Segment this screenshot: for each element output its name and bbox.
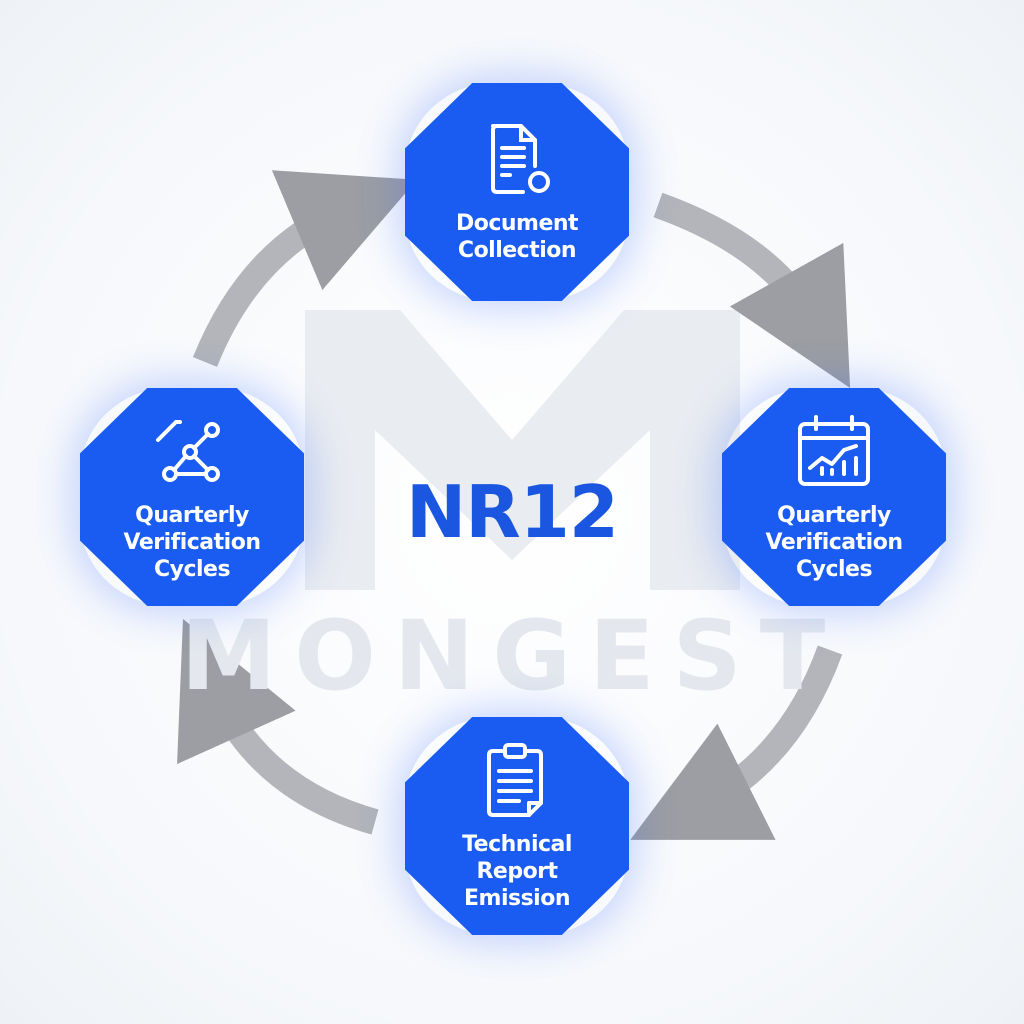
node-quarterly-verification-left[interactable]: Quarterly Verification Cycles [80, 388, 304, 606]
arrow-bottom-to-left [177, 618, 379, 835]
arrow-top-to-right [653, 192, 851, 389]
document-icon [491, 124, 550, 194]
arrow-left-to-top [192, 170, 417, 367]
node-label-line: Report [476, 858, 558, 884]
node-label-line: Verification [765, 529, 903, 555]
node-technical-report-emission[interactable]: Technical Report Emission [405, 717, 629, 935]
watermark-m-logo [305, 310, 740, 590]
node-label-line: Emission [464, 885, 570, 911]
node-quarterly-verification-right[interactable]: Quarterly Verification Cycles [722, 388, 946, 606]
network-nodes-icon [156, 419, 220, 482]
node-document-collection[interactable]: Document Collection [405, 83, 629, 301]
node-label-line: Cycles [795, 556, 873, 582]
watermark-text: MONGEST [180, 600, 844, 712]
arrow-right-to-bottom [630, 645, 843, 840]
node-label-line: Technical [462, 831, 572, 857]
node-label-line: Collection [457, 238, 577, 263]
calendar-chart-icon [798, 414, 870, 486]
node-label-line: Document [455, 211, 579, 236]
node-label-line: Verification [123, 529, 261, 555]
node-label-line: Quarterly [135, 502, 249, 528]
node-label-line: Quarterly [777, 502, 891, 528]
center-title: NR12 [406, 470, 619, 554]
clipboard-icon [487, 742, 543, 817]
node-label-line: Cycles [153, 556, 231, 582]
